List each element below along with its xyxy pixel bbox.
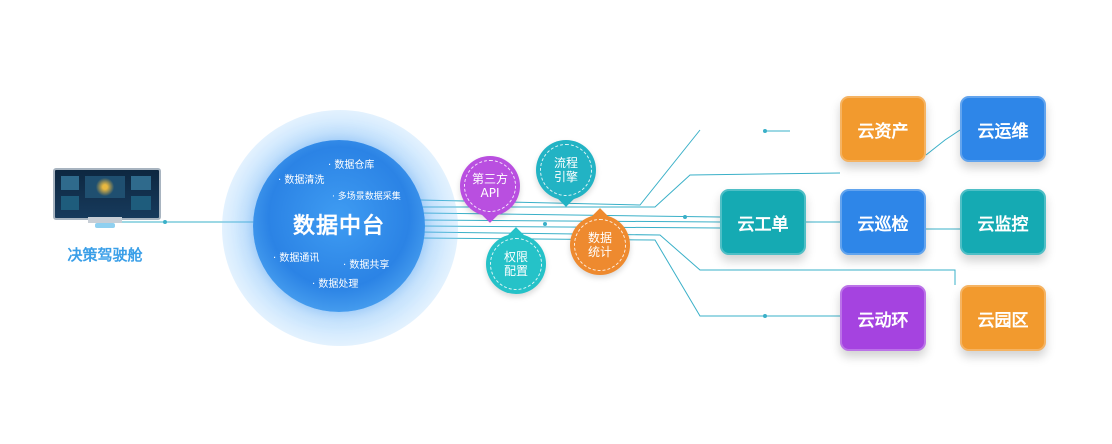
module-cloud-park[interactable]: 云园区 bbox=[960, 285, 1046, 351]
module-cloud-env[interactable]: 云动环 bbox=[840, 285, 926, 351]
bubble-data-statistics[interactable]: 数据 统计 bbox=[570, 208, 630, 275]
module-cloud-ops[interactable]: 云运维 bbox=[960, 96, 1046, 162]
cockpit-label: 决策驾驶舱 bbox=[67, 246, 143, 264]
hub-feature-collection: · 多场景数据采集 bbox=[332, 192, 401, 202]
bubble-third-party-api[interactable]: 第三方 API bbox=[460, 156, 520, 223]
hub-feature-communication: · 数据通讯 bbox=[273, 253, 320, 264]
hub-sphere[interactable] bbox=[253, 140, 425, 312]
module-cloud-ticket[interactable]: 云工单 bbox=[720, 189, 806, 255]
bubble-workflow-engine[interactable]: 流程 引擎 bbox=[536, 140, 596, 207]
hub-feature-warehouse: · 数据仓库 bbox=[328, 160, 375, 171]
hub-title: 数据中台 bbox=[292, 214, 385, 239]
module-cloud-inspect[interactable]: 云巡检 bbox=[840, 189, 926, 255]
hub-feature-sharing: · 数据共享 bbox=[343, 260, 390, 271]
cockpit-monitor-icon bbox=[50, 165, 161, 235]
hub-feature-processing: · 数据处理 bbox=[312, 279, 359, 290]
hub-feature-cleaning: · 数据清洗 bbox=[278, 175, 325, 186]
module-cloud-monitor[interactable]: 云监控 bbox=[960, 189, 1046, 255]
bubble-permission-config[interactable]: 权限 配置 bbox=[486, 227, 546, 294]
module-cloud-asset[interactable]: 云资产 bbox=[840, 96, 926, 162]
